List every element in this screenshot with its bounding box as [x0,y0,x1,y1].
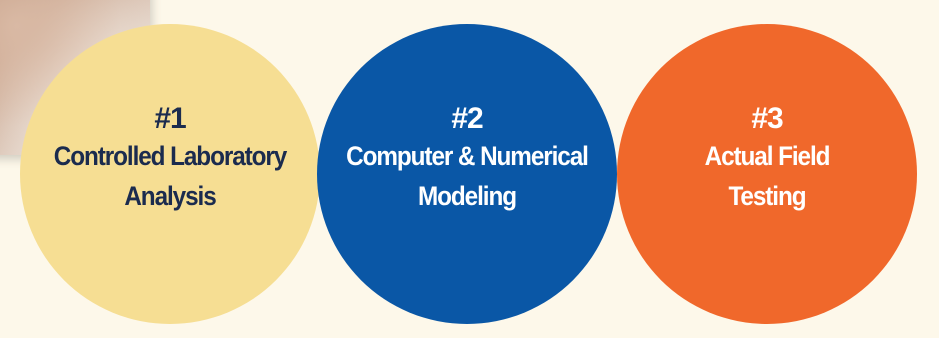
circle-number: #3 [751,102,783,135]
circle-computer-numerical-modeling: #2 Computer & Numerical Modeling [317,24,617,324]
circle-title-line1: Computer & Numerical [346,141,589,171]
circle-title-line2: Modeling [417,181,517,211]
circle-actual-field-testing: #3 Actual Field Testing [617,24,917,324]
circle-title-line1: Controlled Laboratory [53,141,288,171]
circle-title-line2: Analysis [124,181,216,211]
circle-title-line2: Testing [728,181,806,211]
circle-title-line1: Actual Field [704,141,831,171]
circle-controlled-laboratory-analysis: #1 Controlled Laboratory Analysis [20,24,320,324]
circle-number: #1 [154,102,186,135]
circle-number: #2 [451,102,483,135]
